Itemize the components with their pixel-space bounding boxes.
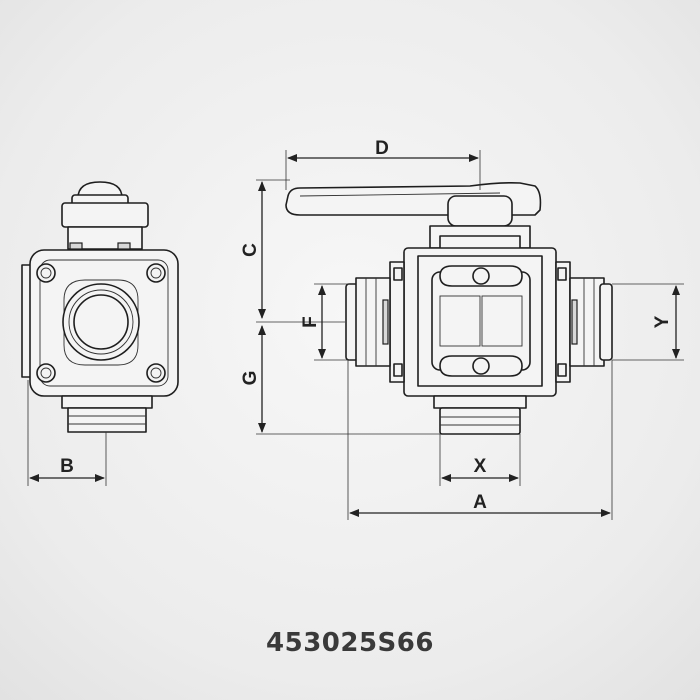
side-view [21, 181, 179, 433]
front-view [285, 182, 613, 435]
dimension-label-g: G [240, 371, 261, 386]
dimension-label-a: A [473, 492, 487, 513]
valve-body [389, 247, 571, 397]
dimension-label-y: Y [652, 315, 673, 328]
dimension-label-c: C [240, 243, 261, 257]
product-code: 453025S66 [266, 628, 434, 658]
valve-handle [285, 182, 542, 251]
dimension-label-f: F [300, 316, 321, 328]
dimension-label-d: D [375, 138, 389, 159]
bottom-port-thread [433, 395, 527, 435]
dimension-lines [27, 150, 684, 520]
dimension-label-x: X [474, 456, 487, 477]
left-port-thread [345, 277, 391, 367]
side-view-handle [61, 181, 149, 250]
side-view-body [21, 249, 179, 397]
right-port-thread [569, 277, 613, 367]
dimension-label-b: B [60, 456, 74, 477]
dimension-labels: D C G F Y X A B [60, 138, 673, 513]
side-view-bottom-thread [61, 395, 153, 433]
